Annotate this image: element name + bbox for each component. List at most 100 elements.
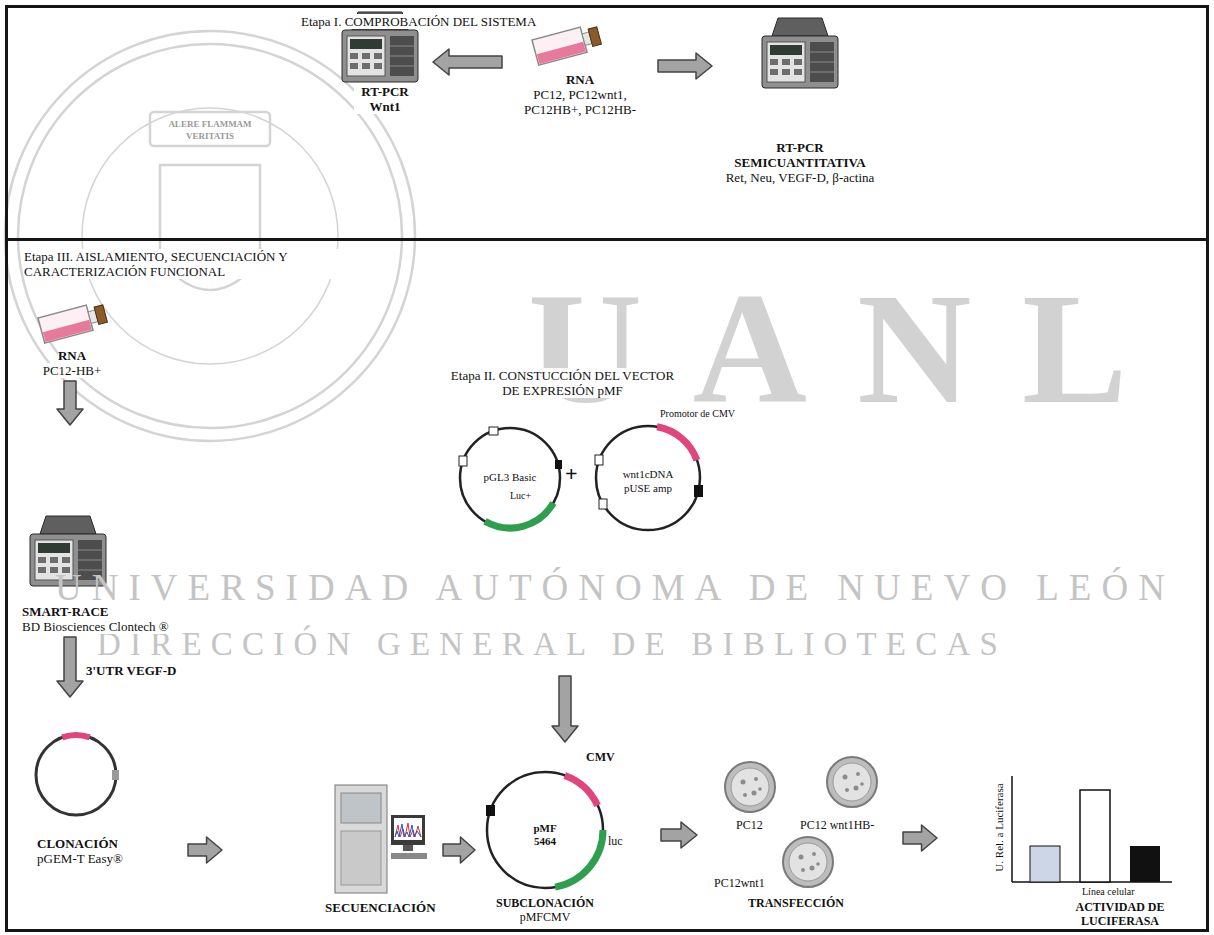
stage-title: Etapa III. AISLAMIENTO, SECUENCIACIÓN Y …	[24, 249, 364, 279]
plasmid-map	[459, 456, 467, 466]
plasmid-map	[565, 776, 598, 806]
bar-chart	[1011, 776, 1013, 882]
node-label: pGEM-T Easy®	[37, 851, 123, 866]
race-step: SMART-RACEBD Biosciences Clontech ®	[18, 428, 203, 634]
node-label: PC12 wnt1HB-	[800, 818, 874, 832]
plasmid-map	[657, 427, 697, 460]
culture-flask	[532, 23, 602, 65]
subcloning-step: CMV pMF 5464 lucSUBCLONACIÓNpMFCMV	[478, 745, 658, 924]
node-label: TRANSFECCIÓN	[748, 896, 844, 910]
label-anchor: 3'UTR VEGF-D	[86, 663, 176, 678]
stage-panel: Etapa III. AISLAMIENTO, SECUENCIACIÓN Y …	[5, 238, 1209, 932]
plasmid-map	[36, 735, 119, 815]
watermark: UANL	[528, 270, 1178, 428]
plasmid-map	[485, 503, 553, 528]
plasmid-map	[489, 427, 498, 435]
node-label: SMART-RACE	[22, 604, 108, 619]
label-anchor: UANL	[528, 270, 1178, 428]
node-label: PC12, PC12wnt1, PC12HB+, PC12HB-	[515, 87, 645, 117]
node-label: PC12	[736, 818, 763, 832]
stage-group: Etapa II. CONSTUCCIÓN DEL VECTOR DE EXPR…	[440, 368, 750, 673]
culture-plate	[827, 757, 877, 807]
sequencer-icon	[341, 831, 381, 885]
block-arrow	[661, 822, 697, 848]
plasmid-node: Promotor de CMV wnt1cDNA pUSE amp	[590, 408, 735, 495]
node-label: pGL3 Basic	[484, 471, 537, 484]
sequencing-step: SECUENCIACIÓN	[225, 780, 440, 915]
node-label: SUBCLONACIÓN	[496, 896, 594, 910]
bar-chart	[1130, 846, 1160, 882]
sequencer-icon	[395, 824, 421, 837]
node-label: wnt1cDNA pUSE amp	[617, 467, 679, 495]
plasmid-map	[595, 426, 703, 530]
watermark: UNIVERSIDAD AUTÓNOMA DE NUEVO LEÓN	[55, 568, 1175, 608]
node-label: RT-PCR Wnt1	[354, 84, 416, 114]
node-label: pMF 5464	[525, 822, 565, 848]
edge-label: 3'UTR VEGF-D	[86, 663, 176, 678]
node-label: luc	[608, 834, 623, 848]
plasmid-map	[694, 485, 703, 497]
node-label: RNA	[566, 72, 594, 87]
node-label: SECUENCIACIÓN	[325, 900, 436, 915]
rt-pcr-step: RT-PCR Wnt1	[330, 14, 430, 114]
rna-sample: RNAPC12, PC12wnt1, PC12HB+, PC12HB-	[505, 22, 655, 117]
block-arrow	[57, 637, 83, 697]
seal-watermark	[150, 112, 270, 146]
block-arrow	[552, 676, 578, 742]
stage-title: Etapa I. COMPROBACIÓN DEL SISTEMA	[301, 14, 536, 29]
axis-label: Línea celular	[1082, 886, 1134, 898]
label-anchor: DIRECCIÓN GENERAL DE BIBLIOTECAS	[97, 626, 1007, 662]
plus-sign: +	[565, 462, 578, 486]
plasmid-map	[62, 735, 89, 737]
bar-chart	[1080, 790, 1110, 882]
node-label: CLONACIÓN	[37, 836, 118, 851]
sequencer-icon	[335, 785, 387, 893]
node-label: Ret, Neu, VEGF-D, β-actina	[726, 170, 875, 185]
bar-chart	[1012, 776, 1172, 882]
node-label: RT-PCR SEMICUANTITATIVA	[728, 140, 873, 170]
node-label: Luc+	[510, 490, 531, 502]
plasmid-map	[112, 770, 119, 780]
label-anchor: ALERE FLAMMAM VERITATIS	[160, 118, 260, 142]
plasmid-map	[36, 735, 116, 815]
node-label: CMV	[586, 750, 615, 764]
block-arrow	[433, 49, 502, 75]
plasmid-map	[599, 499, 607, 509]
culture-flask	[38, 301, 108, 343]
seal-watermark	[82, 108, 338, 364]
luciferase-chart: U. Rel. a LuciferasaLínea celularACTIVID…	[940, 772, 1180, 928]
rna-sample: RNAPC12-HB+	[20, 296, 130, 378]
bar-chart	[1030, 846, 1060, 882]
culture-plate	[783, 837, 833, 887]
plasmid-map	[487, 772, 603, 888]
seal-watermark	[18, 44, 402, 428]
node-label: PC12wnt1	[714, 876, 765, 890]
plasmid-node: pGL3 BasicLuc+	[455, 425, 565, 502]
plasmid-map	[486, 805, 495, 816]
plasmid-map	[595, 455, 603, 465]
block-arrow	[658, 53, 712, 79]
transfection-step: PC12 PC12 wnt1HB- PC12wnt1TRANSFECCIÓN	[700, 752, 900, 910]
block-arrow	[903, 825, 937, 851]
block-arrow	[443, 837, 475, 863]
plasmid-map	[555, 460, 562, 469]
label-anchor: +	[565, 462, 578, 486]
sequencer-icon	[391, 853, 427, 859]
plasmid-map	[486, 772, 603, 888]
watermark: DIRECCIÓN GENERAL DE BIBLIOTECAS	[97, 626, 1007, 662]
block-arrow	[57, 381, 83, 425]
node-label: pMFCMV	[520, 910, 571, 924]
seal-motto: ALERE FLAMMAM VERITATIS	[160, 118, 260, 142]
sequencer-icon	[335, 785, 427, 893]
sequencer-icon	[403, 845, 413, 851]
node-label: PC12-HB+	[43, 363, 102, 378]
stage-panel: Etapa I. COMPROBACIÓN DEL SISTEMARNAPC12…	[5, 5, 1209, 241]
sequencer-icon	[341, 793, 381, 823]
node-label: Promotor de CMV	[660, 408, 735, 420]
node-label: ACTIVIDAD DE LUCIFERASA	[1068, 900, 1173, 928]
node-label: RNA	[58, 348, 86, 363]
node-label: BD Biosciences Clontech ®	[22, 619, 169, 634]
